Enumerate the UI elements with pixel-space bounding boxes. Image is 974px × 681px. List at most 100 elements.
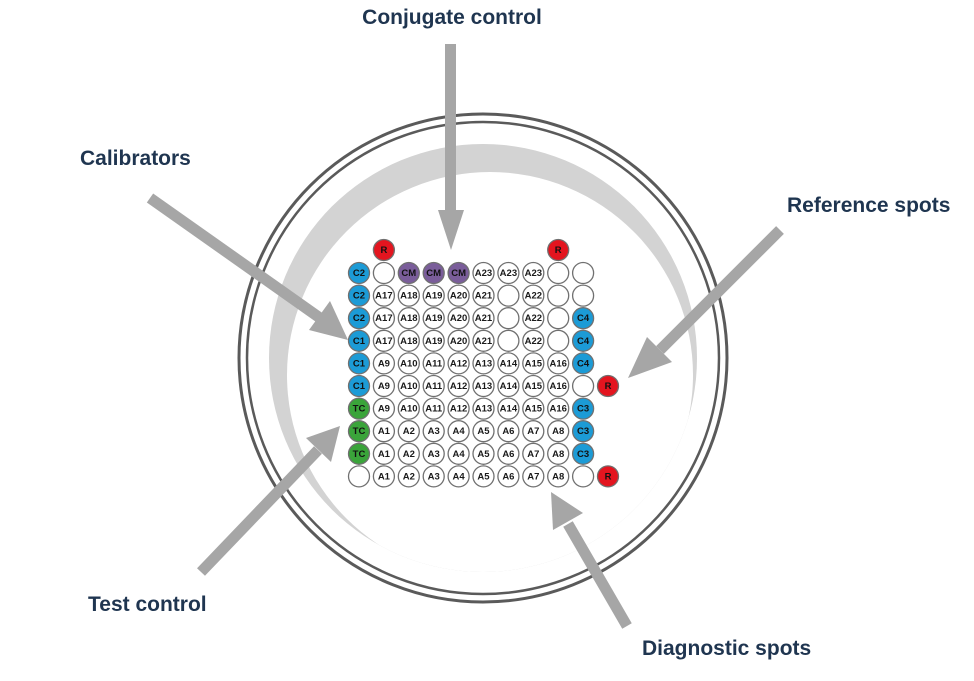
calibrator-spot: C3 <box>571 397 595 420</box>
spot-circle <box>422 307 445 330</box>
spot-label: A5 <box>477 471 490 482</box>
spot-circle <box>522 261 545 285</box>
spot-circle <box>347 329 371 352</box>
diagnostic-spot: A9 <box>372 374 396 398</box>
spot-label: A21 <box>475 336 493 347</box>
spot-circle <box>397 420 420 443</box>
spot-circle <box>522 374 545 398</box>
spot-label: A20 <box>450 336 467 347</box>
arrow-calibrators <box>146 193 348 340</box>
spot-label: A9 <box>378 404 390 415</box>
spot-label: A15 <box>525 381 543 392</box>
spot-label: A9 <box>378 381 390 392</box>
diagnostic-spot <box>497 329 520 352</box>
spot-circle <box>422 374 445 398</box>
spot-circle <box>497 329 520 352</box>
diagnostic-spot: A13 <box>472 397 495 420</box>
spot-label: A23 <box>525 268 542 279</box>
diagnostic-spot: A18 <box>397 329 420 352</box>
spot-circle <box>397 374 420 398</box>
spot-circle <box>472 352 495 375</box>
spot-circle <box>522 307 545 330</box>
diagnostic-spot: A15 <box>522 352 545 375</box>
diagnostic-spot: A16 <box>547 352 570 375</box>
spot-label: C2 <box>353 268 365 279</box>
spot-circle <box>522 284 545 307</box>
arrow-test-control <box>197 426 340 576</box>
spot-label: A9 <box>378 358 390 369</box>
spot-label: R <box>605 381 612 392</box>
diagnostic-spot: A4 <box>447 442 470 465</box>
spot-circle <box>472 374 495 398</box>
spot-label: A14 <box>500 358 518 369</box>
spot-circle <box>472 307 495 330</box>
diagnostic-spot: A18 <box>397 307 420 330</box>
spot-circle <box>372 374 396 398</box>
spot-circle <box>571 261 595 285</box>
spot-label: A1 <box>378 449 391 460</box>
diagnostic-spot: A3 <box>422 442 445 465</box>
reference-spot: R <box>596 374 620 398</box>
spot-label: A8 <box>552 471 564 482</box>
spot-circle <box>347 352 371 375</box>
spot-label: A13 <box>475 358 492 369</box>
spot-circle <box>372 307 396 330</box>
diagnostic-spot: A8 <box>547 420 570 443</box>
spot-circle <box>422 420 445 443</box>
diagnostic-spot: A16 <box>547 397 570 420</box>
spot-circle <box>547 352 570 375</box>
diagnostic-spot <box>497 284 520 307</box>
spot-label: A11 <box>425 381 443 392</box>
spot-circle <box>547 307 570 330</box>
spot-label: A20 <box>450 313 467 324</box>
diagnostic-spot: A2 <box>397 465 420 488</box>
diagnostic-spot: A7 <box>522 420 545 443</box>
spot-circle <box>372 397 396 420</box>
diagnostic-spot <box>571 284 595 307</box>
reference-spot: R <box>547 238 570 262</box>
spot-circle <box>547 238 570 262</box>
spot-label: TC <box>353 449 366 460</box>
diagnostic-spot: A21 <box>472 329 495 352</box>
spot-label: A16 <box>549 381 566 392</box>
spot-label: A10 <box>400 404 417 415</box>
spot-circle <box>447 442 470 465</box>
spot-circle <box>422 352 445 375</box>
spot-circle <box>522 397 545 420</box>
diagnostic-spot: A1 <box>372 442 396 465</box>
spot-label: A15 <box>525 358 543 369</box>
spot-label: A12 <box>450 381 467 392</box>
spot-circle <box>547 261 570 285</box>
spot-circle <box>497 284 520 307</box>
spot-circle <box>372 465 396 488</box>
diagnostic-spot: A7 <box>522 442 545 465</box>
spot-circle <box>497 442 520 465</box>
spot-circle <box>422 261 445 285</box>
spot-circle <box>547 329 570 352</box>
spot-label: A19 <box>425 291 442 302</box>
arrows <box>146 44 784 629</box>
spot-label: A18 <box>400 313 417 324</box>
spot-label: A6 <box>502 426 514 437</box>
spot-label: A22 <box>525 291 542 302</box>
spot-label: C4 <box>577 313 590 324</box>
reference-spot: R <box>372 238 396 262</box>
diagnostic-spot: A23 <box>522 261 545 285</box>
spot-label: A10 <box>400 358 417 369</box>
spot-label: CM <box>451 268 466 279</box>
diagnostic-spot <box>547 329 570 352</box>
diagnostic-spot: A8 <box>547 465 570 488</box>
label-calibrators: Calibrators <box>80 147 191 170</box>
spot-label: C4 <box>577 358 590 369</box>
spot-label: A14 <box>500 381 518 392</box>
spot-circle <box>472 420 495 443</box>
calibrator-spot: C4 <box>571 352 595 375</box>
calibrator-spot: C4 <box>571 307 595 330</box>
diagnostic-spot: A6 <box>497 465 520 488</box>
diagnostic-spot: A9 <box>372 397 396 420</box>
reference-spot: R <box>596 465 620 488</box>
spot-circle <box>372 284 396 307</box>
spot-label: A21 <box>475 313 493 324</box>
spot-label: A7 <box>527 426 539 437</box>
